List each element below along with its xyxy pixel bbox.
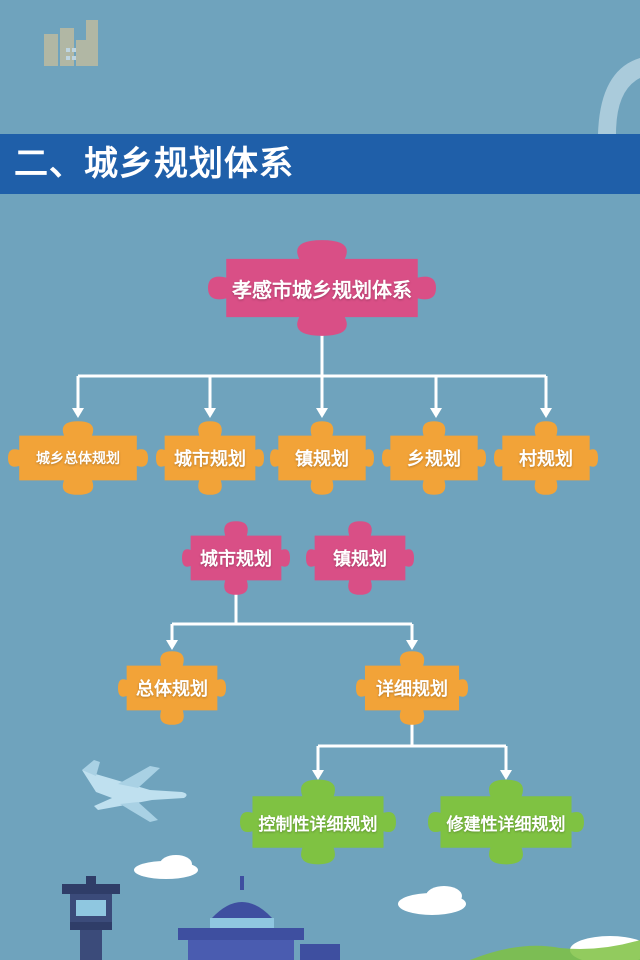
diagram-root-label: 孝感市城乡规划体系 — [232, 277, 412, 302]
diagram-node-level3: 总体规划 — [118, 648, 226, 728]
diagram-node-level1: 乡规划 — [382, 418, 486, 498]
diagram-node-label: 总体规划 — [136, 679, 208, 700]
diagram-node-label: 乡规划 — [407, 449, 461, 470]
section-banner: 二、城乡规划体系 — [0, 134, 640, 194]
terminal-dome-icon — [178, 876, 340, 960]
diagram-root-node: 孝感市城乡规划体系 — [208, 236, 436, 340]
diagram-node-label: 镇规划 — [333, 549, 387, 570]
diagram-node-level3: 详细规划 — [356, 648, 468, 728]
diagram-node-label: 镇规划 — [295, 449, 349, 470]
diagram-node-label: 控制性详细规划 — [258, 814, 378, 835]
diagram-node-level1: 镇规划 — [270, 418, 374, 498]
diagram-node-level2: 镇规划 — [306, 518, 414, 598]
control-tower-icon — [62, 876, 120, 960]
diagram-node-level1: 村规划 — [494, 418, 598, 498]
diagram-node-label: 城乡总体规划 — [36, 451, 120, 467]
airplane-icon — [82, 760, 187, 822]
diagram-node-label: 城市规划 — [174, 449, 246, 470]
diagram-node-label: 村规划 — [519, 449, 573, 470]
diagram-node-label: 城市规划 — [200, 549, 272, 570]
building-icon — [44, 20, 98, 66]
diagram-node-label: 详细规划 — [376, 679, 448, 700]
diagram-node-label: 修建性详细规划 — [446, 814, 566, 835]
connectors — [76, 332, 548, 772]
arrowheads — [72, 408, 552, 780]
diagram-node-level4: 修建性详细规划 — [428, 776, 584, 868]
diagram-node-level1: 城市规划 — [156, 418, 264, 498]
section-title: 二、城乡规划体系 — [14, 144, 294, 184]
diagram-node-level2: 城市规划 — [182, 518, 290, 598]
diagram-node-level1: 城乡总体规划 — [8, 418, 148, 498]
diagram-node-level4: 控制性详细规划 — [240, 776, 396, 868]
